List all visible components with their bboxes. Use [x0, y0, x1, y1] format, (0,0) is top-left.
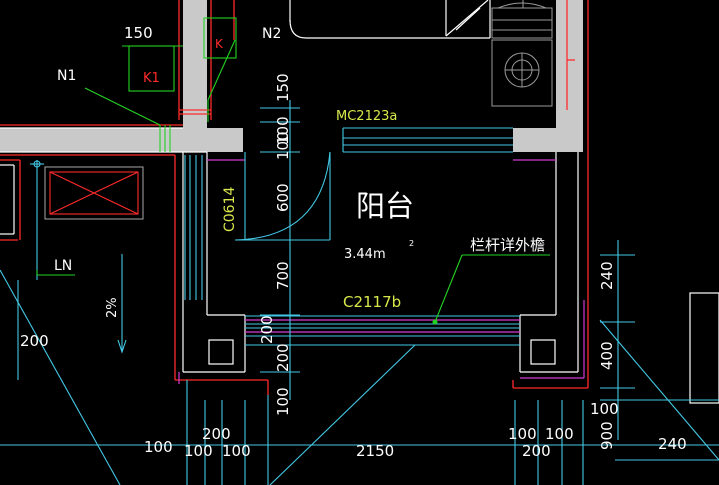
label-slope: 2% — [105, 297, 120, 318]
window-label-bottom: C2117b — [343, 293, 401, 311]
wall-right-vertical — [556, 0, 583, 152]
magenta-lines — [178, 159, 585, 384]
leader-dot — [432, 319, 438, 325]
railing-note: 栏杆详外檐 — [470, 236, 545, 254]
dim-right-100: 100 — [590, 400, 619, 418]
dim-v-600: 600 — [274, 183, 292, 212]
dim-bl-100: 100 — [144, 438, 173, 456]
dim-top-150: 150 — [124, 24, 153, 42]
dim-bl-100c: 100 — [222, 442, 251, 460]
cyan-lines — [0, 100, 719, 485]
label-k: K — [215, 37, 224, 51]
dim-br-200: 200 — [522, 442, 551, 460]
window-label-left: C0614 — [222, 187, 238, 232]
walls — [0, 0, 583, 152]
green-lines — [36, 17, 550, 323]
red-outlines — [0, 0, 589, 395]
label-ln: LN — [54, 258, 72, 274]
dim-v-100c: 100 — [274, 387, 292, 416]
grey-lines — [491, 0, 553, 107]
label-k1: K1 — [143, 71, 160, 86]
dim-v-200b: 200 — [274, 343, 292, 372]
dim-v-150: 150 — [274, 73, 292, 102]
dim-v-100b: 100 — [274, 131, 292, 160]
dim-v-700: 700 — [274, 261, 292, 290]
white-outlines — [0, 0, 719, 404]
wall-vertical-upper — [183, 0, 207, 152]
dim-right-900: 900 — [598, 421, 616, 450]
room-name: 阳台 — [356, 189, 414, 223]
area-superscript: 2 — [409, 239, 414, 248]
dim-v-200a: 200 — [258, 315, 276, 344]
label-n1: N1 — [57, 68, 76, 84]
dim-bl-200: 200 — [202, 425, 231, 443]
dimension-text: 150 150 100 100 600 700 200 200 100 200 … — [20, 24, 687, 460]
label-n2: N2 — [262, 26, 281, 42]
duct-box — [44, 166, 144, 220]
dim-right-400: 400 — [598, 341, 616, 370]
dim-far-240: 240 — [658, 435, 687, 453]
dim-right-240: 240 — [598, 261, 616, 290]
dim-left-200: 200 — [20, 332, 49, 350]
dim-v-100a: 100 — [274, 116, 292, 145]
dim-br-100b: 100 — [545, 425, 574, 443]
window-label-top: MC2123a — [336, 109, 397, 124]
dim-bl-100b: 100 — [184, 442, 213, 460]
dim-bottom-2150: 2150 — [356, 442, 394, 460]
labels: N1 N2 K K1 LN 2% 阳台 3.44m 2 栏杆详外檐 MC2123… — [54, 26, 545, 318]
area-value: 3.44m — [344, 247, 386, 262]
dim-br-100a: 100 — [508, 425, 537, 443]
